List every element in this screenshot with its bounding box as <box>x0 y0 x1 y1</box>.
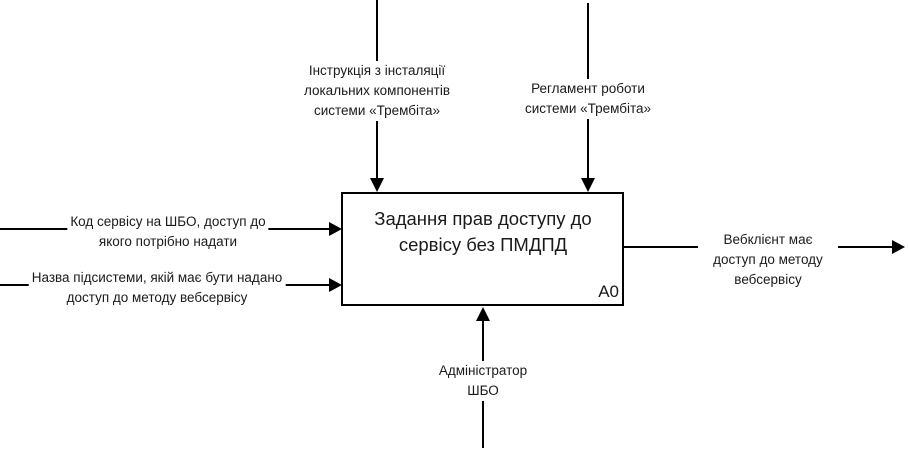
control-label-1: Інструкція з інсталяції локальних компон… <box>300 61 454 121</box>
mechanism-label-1: Адміністратор ШБО <box>435 361 531 401</box>
activity-id-label: A0 <box>598 282 619 301</box>
control-label-2: Регламент роботи системи «Трембіта» <box>521 79 655 119</box>
arrowhead-icon <box>476 307 490 321</box>
arrowhead-icon <box>329 278 342 292</box>
arrowhead-icon <box>329 222 342 236</box>
activity-title: Задання прав доступу до сервісу без ПМДП… <box>374 208 592 255</box>
arrowhead-icon <box>581 178 595 192</box>
input-label-1: Код сервісу на ШБО, доступ до якого потр… <box>67 212 269 252</box>
output-label-1: Вебклієнт має доступ до методу вебсервіс… <box>698 230 838 290</box>
arrowhead-icon <box>370 178 384 192</box>
input-label-2: Назва підсистеми, якій має бути надано д… <box>28 268 286 308</box>
arrowhead-icon <box>892 240 905 254</box>
activity-box <box>341 192 624 306</box>
